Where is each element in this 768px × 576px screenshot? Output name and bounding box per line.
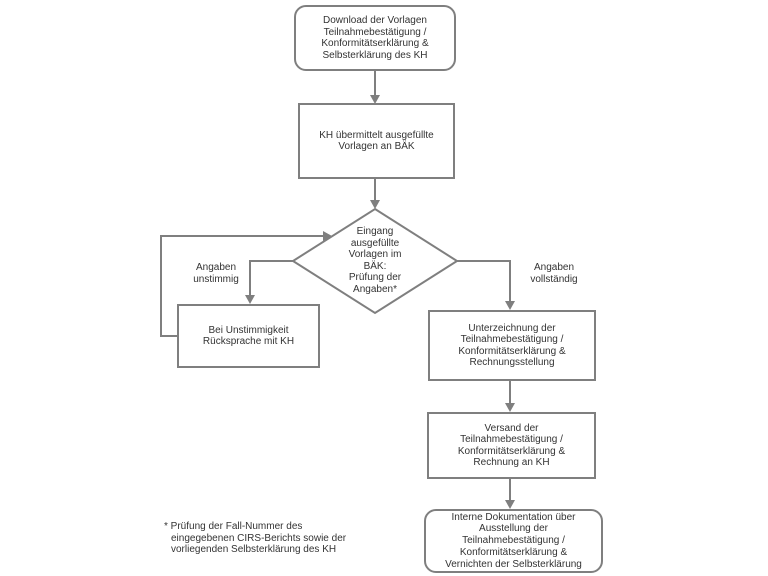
dokumentation-node: Interne Dokumentation über Ausstellung d…: [424, 509, 603, 573]
arrowhead-down-icon: [245, 295, 255, 304]
uebermittelt-node-line: Vorlagen an BÄK: [338, 141, 415, 152]
dokumentation-node-line: Interne Dokumentation über: [451, 511, 576, 523]
connector-ruecksprache-to-decision: [160, 235, 323, 337]
start-node-line: Download der Vorlagen: [323, 15, 427, 26]
arrowhead-down-icon: [505, 500, 515, 509]
edge-label-unstimmig: Angaben unstimmig: [184, 262, 248, 285]
edge-label-line: vollständig: [530, 273, 578, 285]
dokumentation-node-line: Konformitätserklärung &: [459, 546, 568, 558]
unterzeichnung-node-line: Unterzeichnung der: [468, 322, 556, 334]
versand-node-line: Rechnung an KH: [473, 457, 550, 468]
unterzeichnung-node: Unterzeichnung der Teilnahmebestätigung …: [428, 310, 596, 381]
footnote-line: * Prüfung der Fall-Nummer des: [164, 521, 303, 532]
versand-node-line: Teilnahmebestätigung /: [460, 434, 563, 445]
decision-node-text: Eingang ausgefüllte Vorlagen im BÄK: Prü…: [329, 226, 421, 295]
ruecksprache-node-line: Bei Unstimmigkeit: [208, 324, 289, 336]
decision-node-line: BÄK:: [363, 260, 387, 272]
decision-node-line: Eingang: [356, 226, 394, 237]
versand-node: Versand der Teilnahmebestätigung / Konfo…: [427, 412, 596, 479]
start-node-line: Teilnahmebestätigung /: [323, 26, 427, 38]
arrowhead-right-icon: [323, 231, 332, 241]
unterzeichnung-node-line: Teilnahmebestätigung /: [460, 334, 564, 345]
ruecksprache-node-line: Rücksprache mit KH: [202, 336, 295, 347]
arrowhead-down-icon: [505, 301, 515, 310]
dokumentation-node-line: Ausstellung der: [479, 523, 548, 535]
unterzeichnung-node-line: Rechnungsstellung: [469, 357, 555, 368]
decision-node-line: ausgefüllte: [350, 237, 400, 249]
edge-label-line: Angaben: [533, 262, 575, 273]
start-node-line: Selbsterklärung des KH: [322, 49, 428, 61]
edge-label-line: Angaben: [195, 262, 237, 273]
arrowhead-down-icon: [370, 95, 380, 104]
footnote-line: eingegebenen CIRS-Berichts sowie der: [171, 532, 347, 544]
decision-diamond-shape: [291, 207, 459, 315]
decision-node-line: Angaben*: [353, 283, 397, 295]
uebermittelt-node-line: KH übermittelt ausgefüllte: [319, 129, 434, 141]
decision-node-line: Vorlagen im: [348, 249, 402, 260]
connector-decision-to-unterzeichnung: [457, 260, 511, 301]
footnote: * Prüfung der Fall-Nummer des eingegeben…: [164, 521, 379, 556]
start-node: Download der Vorlagen Teilnahmebestätigu…: [294, 5, 456, 71]
dokumentation-node-line: Teilnahmebestätigung /: [462, 535, 565, 547]
decision-node-line: Prüfung der: [348, 272, 402, 283]
arrowhead-down-icon: [505, 403, 515, 412]
versand-node-line: Versand der: [484, 422, 539, 434]
arrowhead-down-icon: [370, 200, 380, 209]
edge-label-line: unstimmig: [193, 273, 239, 285]
footnote-line: vorliegenden Selbsterklärung des KH: [171, 544, 337, 555]
versand-node-line: Konformitätserklärung &: [457, 445, 566, 457]
unterzeichnung-node-line: Konformitätserklärung &: [458, 345, 566, 357]
uebermittelt-node: KH übermittelt ausgefüllte Vorlagen an B…: [298, 103, 455, 179]
ruecksprache-node: Bei Unstimmigkeit Rücksprache mit KH: [177, 304, 320, 368]
dokumentation-node-line: Vernichten der Selbsterklärung: [445, 558, 582, 570]
connector-decision-to-ruecksprache: [249, 260, 293, 295]
edge-label-vollstaendig: Angaben vollständig: [518, 262, 590, 285]
start-node-line: Konformitätserklärung &: [321, 38, 429, 49]
